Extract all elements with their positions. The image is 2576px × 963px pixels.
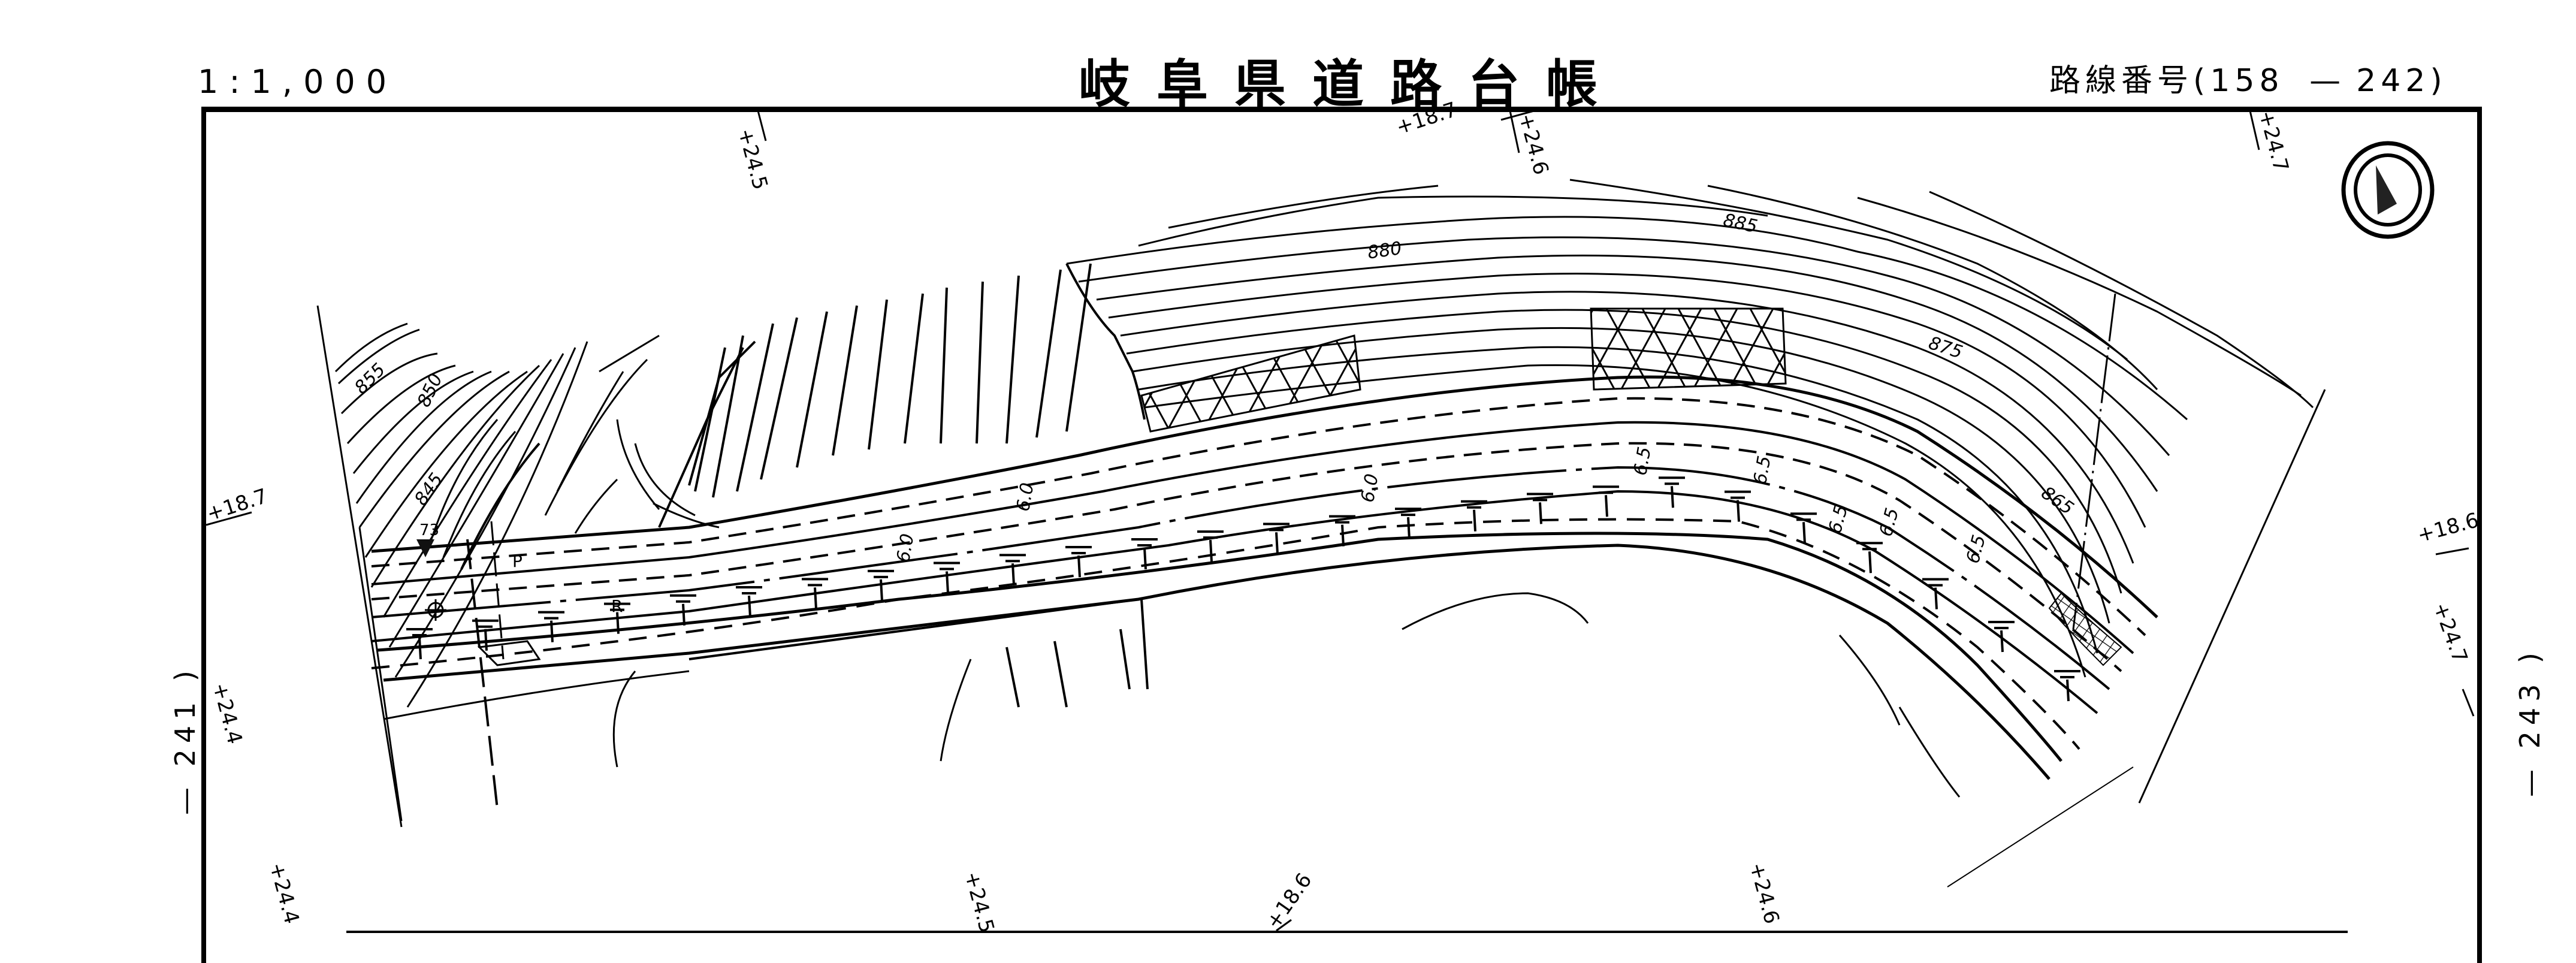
slope-tick-mark bbox=[1395, 508, 1421, 539]
slope-tick-mark bbox=[604, 602, 630, 634]
slope-tick-mark bbox=[406, 628, 433, 660]
slope-tick-mark bbox=[934, 562, 960, 593]
lane-label-p: P bbox=[512, 551, 523, 571]
embankment-lines bbox=[383, 592, 2134, 887]
station-ticks bbox=[206, 110, 2475, 932]
slope-tick-mark bbox=[1263, 523, 1289, 554]
slope-tick-mark bbox=[802, 578, 828, 609]
slope-tick-mark bbox=[1790, 512, 1817, 544]
lane-label-r: R bbox=[611, 596, 623, 616]
benchmark-icon bbox=[416, 539, 434, 557]
cut-slope-hachures bbox=[658, 263, 1092, 528]
slope-tick-mark bbox=[736, 586, 762, 618]
retaining-wall-hatch bbox=[1140, 307, 2122, 666]
slope-tick-mark bbox=[538, 611, 564, 642]
road-edges bbox=[371, 375, 2158, 780]
slope-tick-mark bbox=[2054, 670, 2080, 702]
slope-tick-mark bbox=[1659, 476, 1685, 508]
map-frame bbox=[201, 107, 2482, 963]
route-number: 路線番号(158 — 242) bbox=[2049, 55, 2447, 100]
slope-tick-mark bbox=[868, 569, 894, 601]
slope-tick-mark bbox=[1856, 542, 1883, 573]
slope-tick-mark bbox=[1197, 530, 1224, 562]
slope-tick-mark bbox=[1329, 515, 1355, 547]
slope-tick-mark bbox=[1593, 485, 1619, 517]
slope-tick-mark bbox=[999, 554, 1026, 585]
map-title: 岐阜県道路台帳 bbox=[1079, 55, 1624, 114]
slope-tick-mark bbox=[1527, 493, 1553, 524]
slope-tick-mark bbox=[1922, 578, 1949, 609]
road-plan-drawing bbox=[206, 110, 2475, 932]
section-boundary-lines bbox=[358, 521, 1149, 822]
slope-tick-mark bbox=[1131, 538, 1158, 570]
slope-tick-mark bbox=[1988, 621, 2015, 653]
contour-lines-north bbox=[1066, 179, 2326, 804]
route-close-paren: ) bbox=[2430, 63, 2447, 99]
slope-tick-mark bbox=[1065, 546, 1092, 578]
contour-lines-west bbox=[316, 305, 720, 828]
slope-tick-marks bbox=[406, 476, 2080, 702]
slope-tick-mark bbox=[472, 619, 499, 651]
slope-tick-mark bbox=[1461, 500, 1487, 532]
map-scale: 1:1,000 bbox=[198, 63, 398, 101]
route-dash: — bbox=[2309, 63, 2346, 99]
slope-tick-mark bbox=[670, 594, 696, 626]
sheet-number: 242 bbox=[2356, 63, 2430, 99]
benchmark-label: 73 bbox=[419, 521, 440, 539]
route-id: 158 bbox=[2210, 63, 2284, 99]
north-arrow-icon bbox=[2341, 141, 2435, 239]
route-open-paren: ( bbox=[2193, 63, 2210, 99]
map-frame-bottom-line bbox=[346, 931, 2348, 933]
route-label: 路線番号 bbox=[2049, 63, 2194, 99]
cliff-edge bbox=[1065, 263, 1146, 420]
slope-tick-mark bbox=[1725, 490, 1751, 522]
survey-point-icon bbox=[425, 599, 446, 621]
